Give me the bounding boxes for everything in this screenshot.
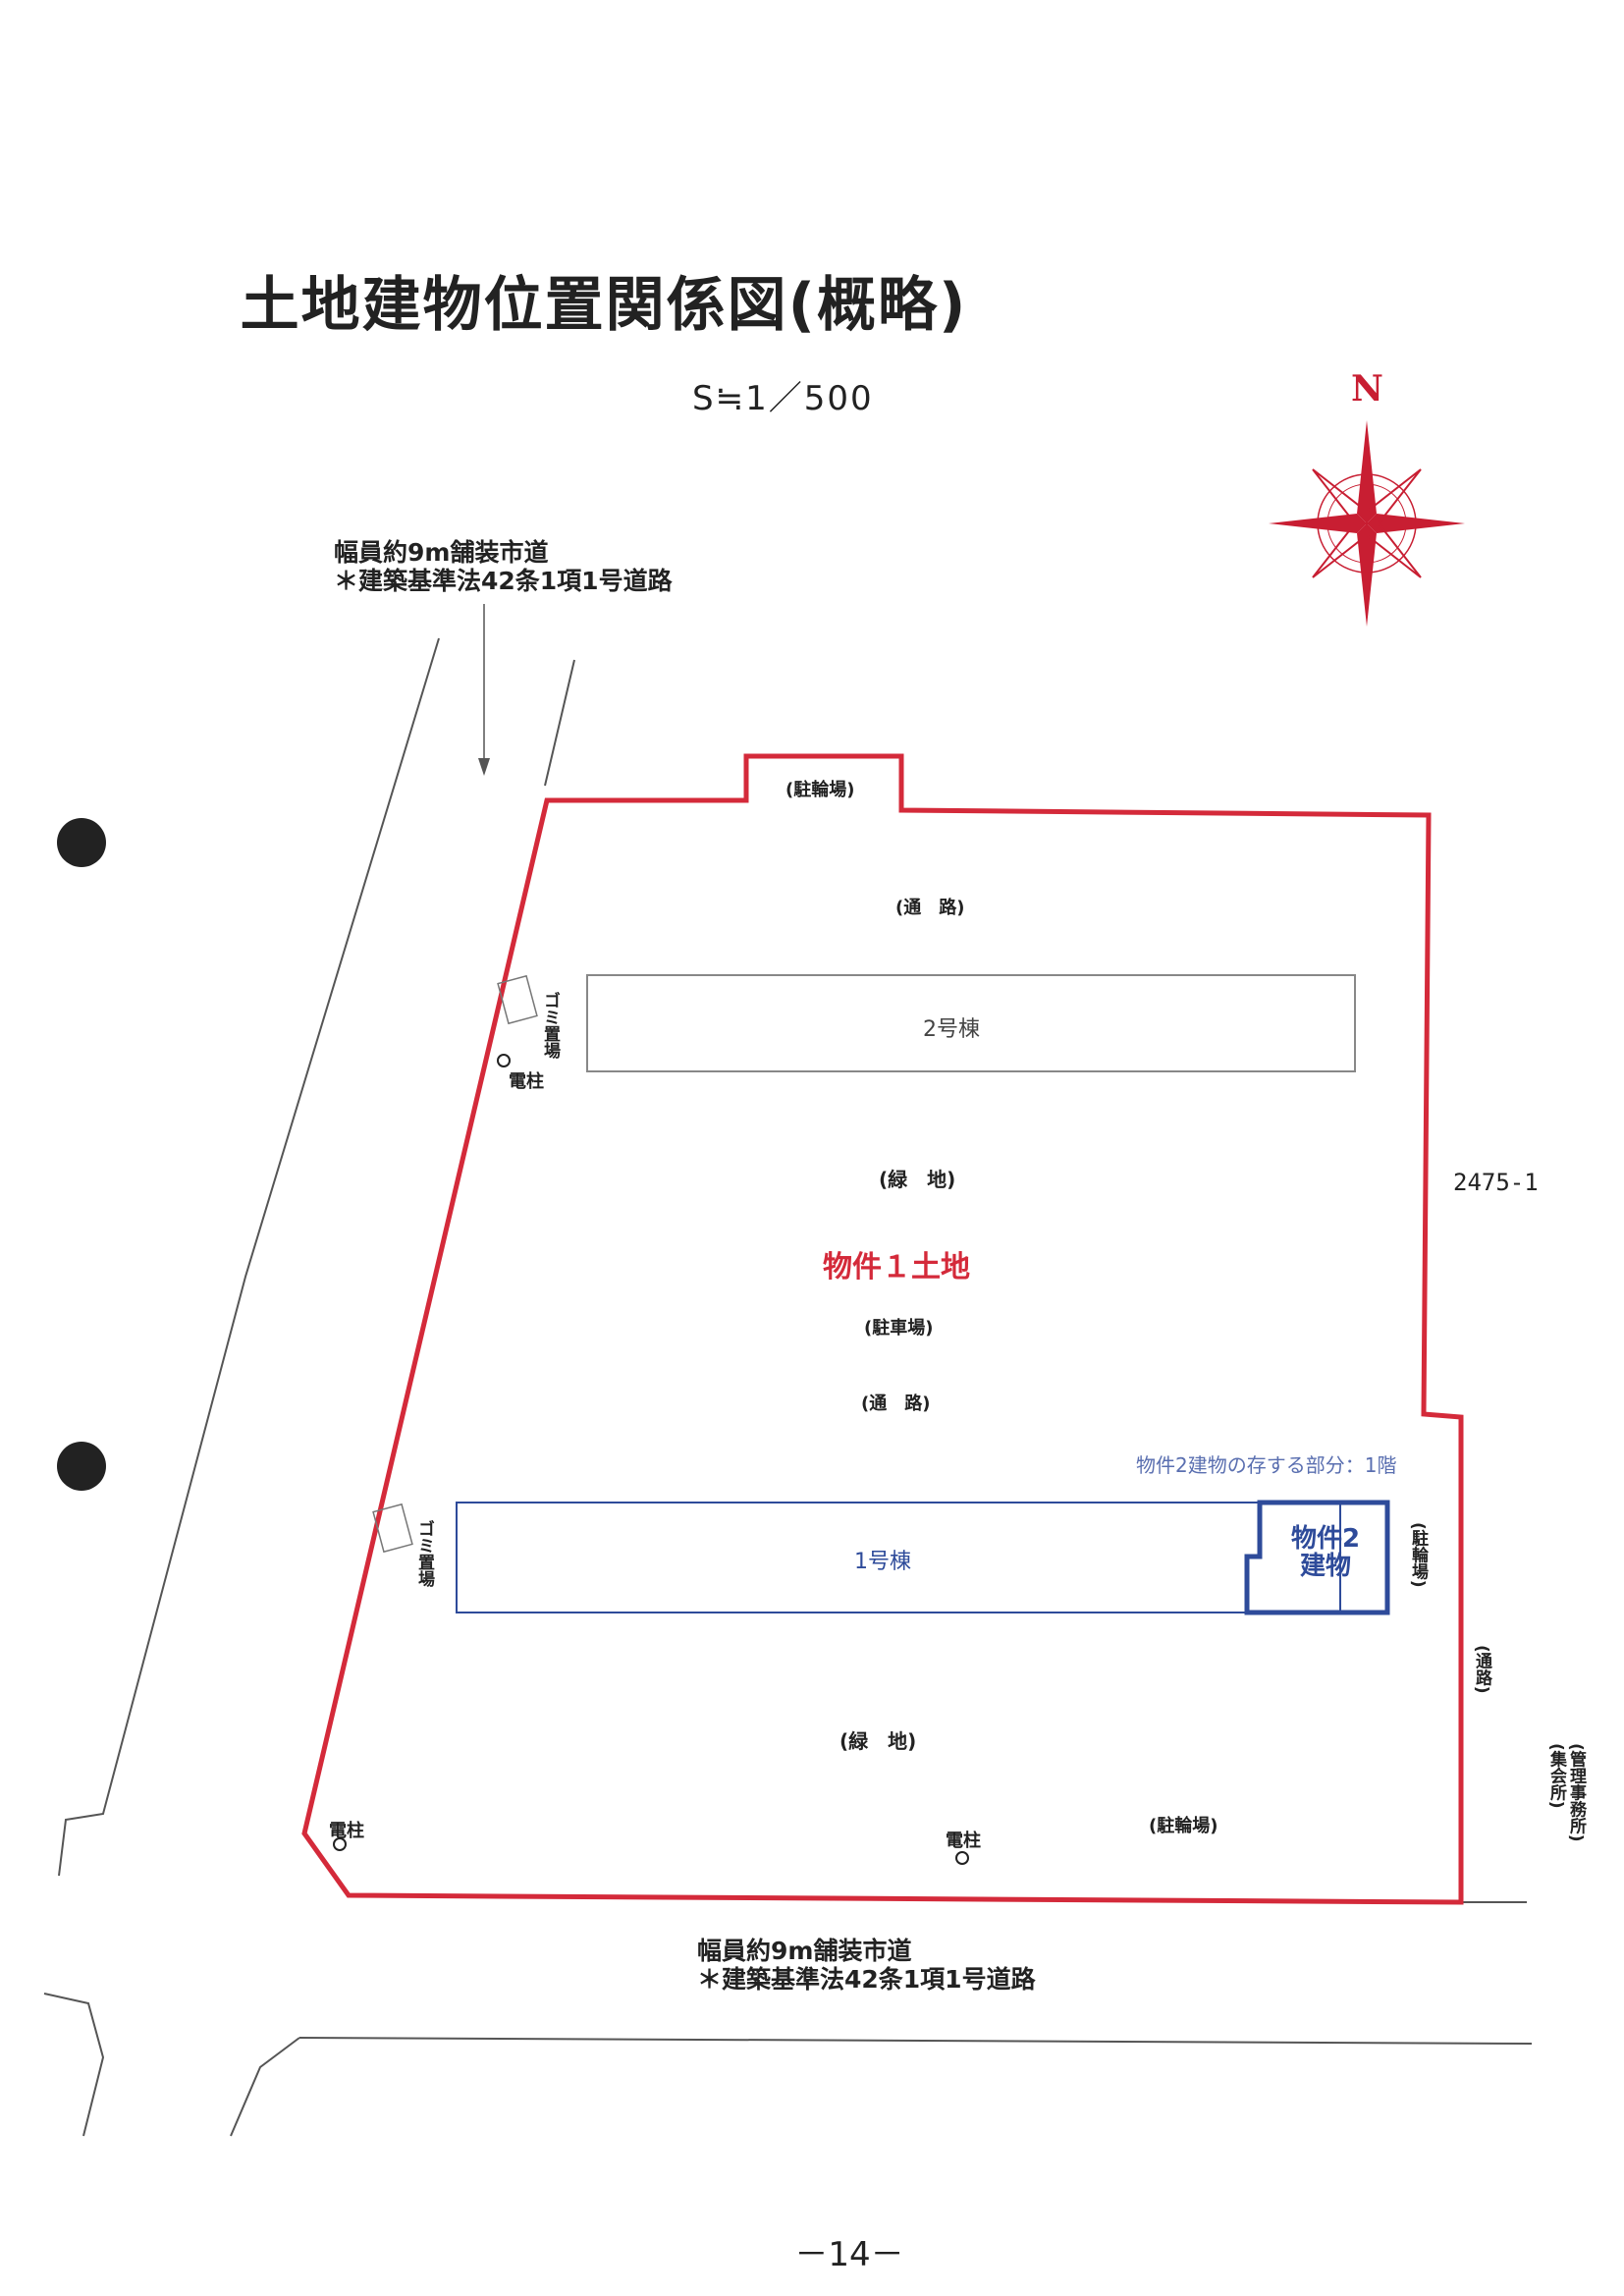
property2-building-label: 物件2建物 [1290, 1524, 1361, 1581]
parking-label: (駐車場) [864, 1318, 934, 1339]
hall-label: (集会所) [1546, 1743, 1566, 1809]
pole-top-marker [497, 1054, 511, 1067]
bike-parking-right-label: (駐輪場) [1408, 1522, 1428, 1588]
southwest-road-curve [43, 1993, 105, 2137]
pole-top-label: 電柱 [509, 1071, 544, 1092]
pole-left-marker [333, 1837, 347, 1851]
office-label: (管理事務所) [1566, 1743, 1586, 1842]
green-top-label: (緑 地) [879, 1168, 956, 1191]
building-1 [456, 1502, 1341, 1613]
west-road-line1: 幅員約9m舗装市道 [334, 538, 549, 567]
bike-parking-top-label: (駐輪場) [785, 780, 855, 800]
parcel-number: 2475-1 [1453, 1169, 1539, 1196]
property2-note: 物件2建物の存する部分：1階 [1136, 1453, 1397, 1477]
garbage-box-top [497, 974, 538, 1025]
compass-north-label: N [1351, 368, 1383, 410]
west-road-line2: ＊建築基準法42条1項1号道路 [334, 567, 673, 595]
property2-outline [1244, 1500, 1390, 1615]
site-boundary [301, 753, 1464, 1905]
property1-land-label: 物件１土地 [823, 1250, 970, 1285]
punch-hole-top [57, 818, 106, 867]
west-road-edge-outer [58, 637, 440, 1877]
road-arrow-head [478, 758, 490, 776]
green-bottom-label: (緑 地) [839, 1729, 917, 1753]
pole-mid-marker [955, 1851, 969, 1865]
page-number: －14－ [794, 2235, 904, 2274]
passage-right-label: (通路) [1472, 1645, 1491, 1694]
building-2-label: 2号棟 [923, 1017, 980, 1042]
south-road-line1: 幅員約9m舗装市道 [697, 1937, 912, 1965]
bike-parking-bottom-label: (駐輪場) [1149, 1816, 1218, 1836]
pole-left-label: 電柱 [329, 1821, 364, 1841]
garbage-top-label: ゴミ置場 [540, 992, 560, 1059]
passage-top-label: (通 路) [895, 898, 965, 918]
garbage-bottom-label: ゴミ置場 [414, 1520, 434, 1587]
scale-label: S≒1／500 [692, 379, 874, 418]
south-road-curve [230, 2037, 300, 2137]
compass-rose [1269, 420, 1465, 627]
west-road-edge-inner [544, 659, 575, 787]
south-road-edge [298, 2037, 1533, 2045]
building-2 [586, 974, 1356, 1072]
south-road-line2: ＊建築基準法42条1項1号道路 [697, 1965, 1036, 1994]
south-road-note: 幅員約9m舗装市道 ＊建築基準法42条1項1号道路 [697, 1937, 1036, 1994]
punch-hole-bottom [57, 1442, 106, 1491]
west-road-note: 幅員約9m舗装市道 ＊建築基準法42条1項1号道路 [334, 538, 673, 595]
building-1-label: 1号棟 [854, 1550, 911, 1574]
passage-mid-label: (通 路) [861, 1394, 931, 1414]
page-title: 土地建物位置関係図(概略) [240, 271, 968, 340]
garbage-box-bottom [372, 1503, 413, 1554]
pole-mid-label: 電柱 [946, 1831, 981, 1851]
